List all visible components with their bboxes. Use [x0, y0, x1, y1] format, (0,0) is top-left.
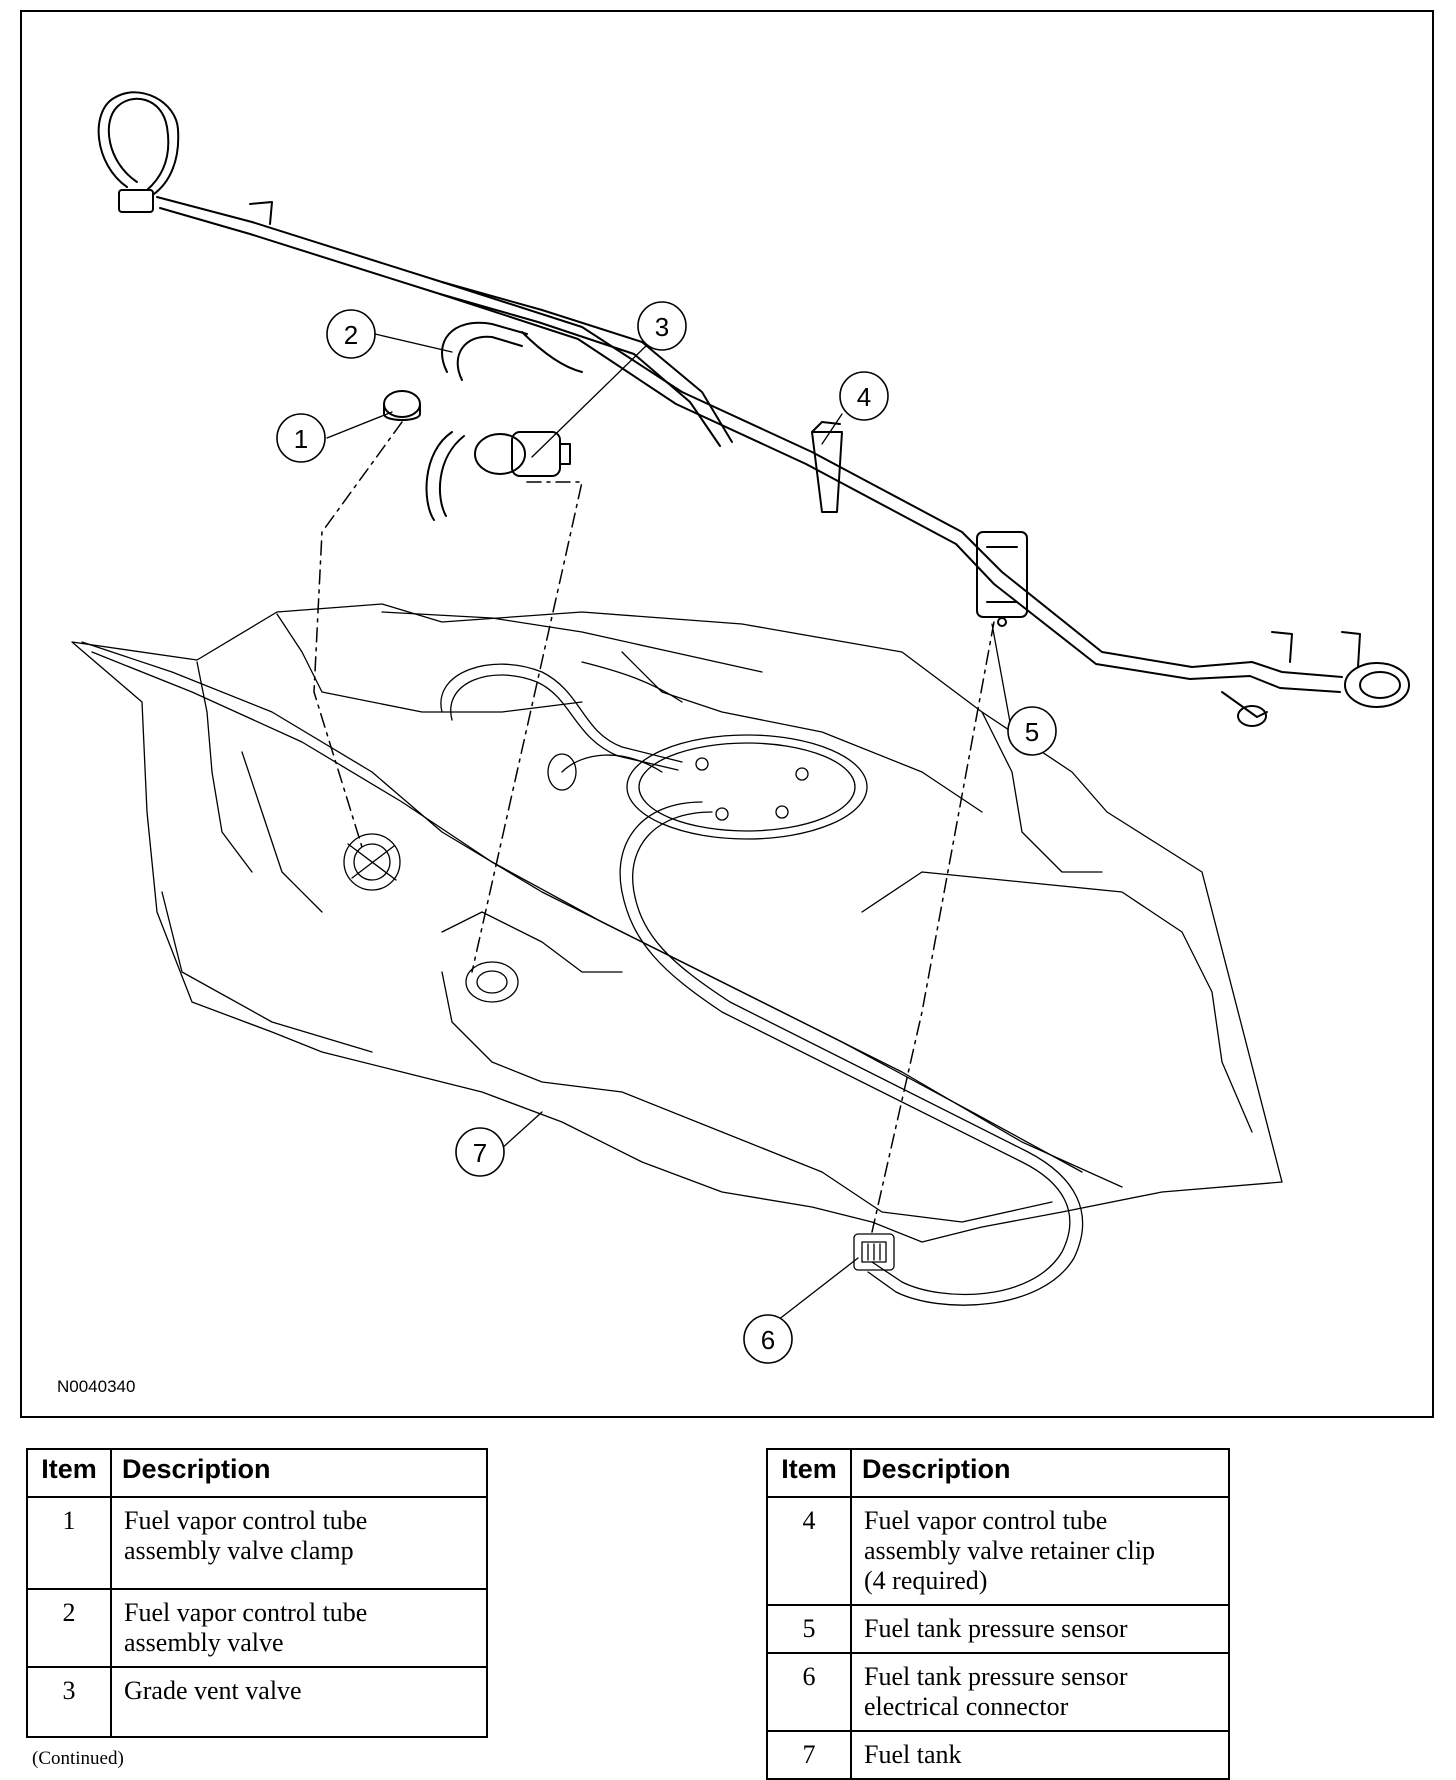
item-number: 4 — [766, 1496, 852, 1606]
callout-4: 4 — [839, 371, 889, 421]
callout-label-6: 6 — [761, 1325, 775, 1355]
callout-1: 1 — [276, 413, 326, 463]
header-description: Description — [110, 1448, 488, 1498]
callout-2: 2 — [326, 309, 376, 359]
item-description: Fuel vapor control tube assembly valve r… — [850, 1496, 1230, 1606]
item-description: Grade vent valve — [110, 1666, 488, 1738]
callout-label-1: 1 — [294, 424, 308, 454]
description-line: Fuel vapor control tube — [124, 1598, 368, 1627]
description-line: Fuel tank pressure sensor — [864, 1614, 1128, 1643]
callout-5: 5 — [1007, 706, 1057, 756]
table-row: 4 Fuel vapor control tube assembly valve… — [766, 1496, 1230, 1606]
callout-3: 3 — [637, 301, 687, 351]
table-row: 7 Fuel tank — [766, 1730, 1230, 1780]
header-description: Description — [850, 1448, 1230, 1498]
item-description: Fuel vapor control tube assembly valve — [110, 1588, 488, 1668]
header-item: Item — [766, 1448, 852, 1498]
description-line: assembly valve clamp — [124, 1536, 354, 1565]
item-number: 6 — [766, 1652, 852, 1732]
item-number: 2 — [26, 1588, 112, 1668]
callout-6: 6 — [743, 1314, 793, 1364]
continued-note: (Continued) — [32, 1748, 124, 1769]
item-number: 1 — [26, 1496, 112, 1590]
header-item: Item — [26, 1448, 112, 1498]
description-line: (4 required) — [864, 1566, 988, 1595]
table-row: 1 Fuel vapor control tube assembly valve… — [26, 1496, 488, 1590]
figure-frame: 1 2 3 4 5 6 7 — [20, 10, 1434, 1418]
callout-7: 7 — [455, 1127, 505, 1177]
callout-label-5: 5 — [1025, 717, 1039, 747]
callout-label-4: 4 — [857, 382, 871, 412]
description-line: Fuel vapor control tube — [124, 1506, 368, 1535]
item-description: Fuel tank pressure sensor electrical con… — [850, 1652, 1230, 1732]
callout-label-7: 7 — [473, 1138, 487, 1168]
item-number: 7 — [766, 1730, 852, 1780]
item-description: Fuel tank — [850, 1730, 1230, 1780]
callout-label-3: 3 — [655, 312, 669, 342]
description-line: assembly valve retainer clip — [864, 1536, 1155, 1565]
table-row: 5 Fuel tank pressure sensor — [766, 1604, 1230, 1654]
description-line: Fuel vapor control tube — [864, 1506, 1108, 1535]
item-description: Fuel vapor control tube assembly valve c… — [110, 1496, 488, 1590]
table-row: 3 Grade vent valve — [26, 1666, 488, 1738]
fuel-system-diagram: 1 2 3 4 5 6 7 — [71, 91, 1410, 1364]
item-number: 3 — [26, 1666, 112, 1738]
description-line: Grade vent valve — [124, 1676, 302, 1705]
description-line: electrical connector — [864, 1692, 1069, 1721]
description-line: assembly valve — [124, 1628, 284, 1657]
table-row: 6 Fuel tank pressure sensor electrical c… — [766, 1652, 1230, 1732]
description-line: Fuel tank — [864, 1740, 962, 1769]
legend-table-left: Item Description 1 Fuel vapor control tu… — [26, 1448, 488, 1738]
assembly-leader-lines — [313, 421, 995, 1233]
item-number: 5 — [766, 1604, 852, 1654]
description-line: Fuel tank pressure sensor — [864, 1662, 1128, 1691]
callout-bubbles: 1 2 3 4 5 6 7 — [276, 301, 1057, 1364]
callout-label-2: 2 — [344, 320, 358, 350]
item-description: Fuel tank pressure sensor — [850, 1604, 1230, 1654]
legend-table-right: Item Description 4 Fuel vapor control tu… — [766, 1448, 1230, 1780]
figure-id: N0040340 — [57, 1377, 136, 1396]
fuel-tank-drawing — [71, 603, 1283, 1306]
callout-leaders — [326, 333, 1011, 1335]
vapor-tube-assembly-drawing — [97, 91, 1410, 727]
table-row: 2 Fuel vapor control tube assembly valve — [26, 1588, 488, 1668]
